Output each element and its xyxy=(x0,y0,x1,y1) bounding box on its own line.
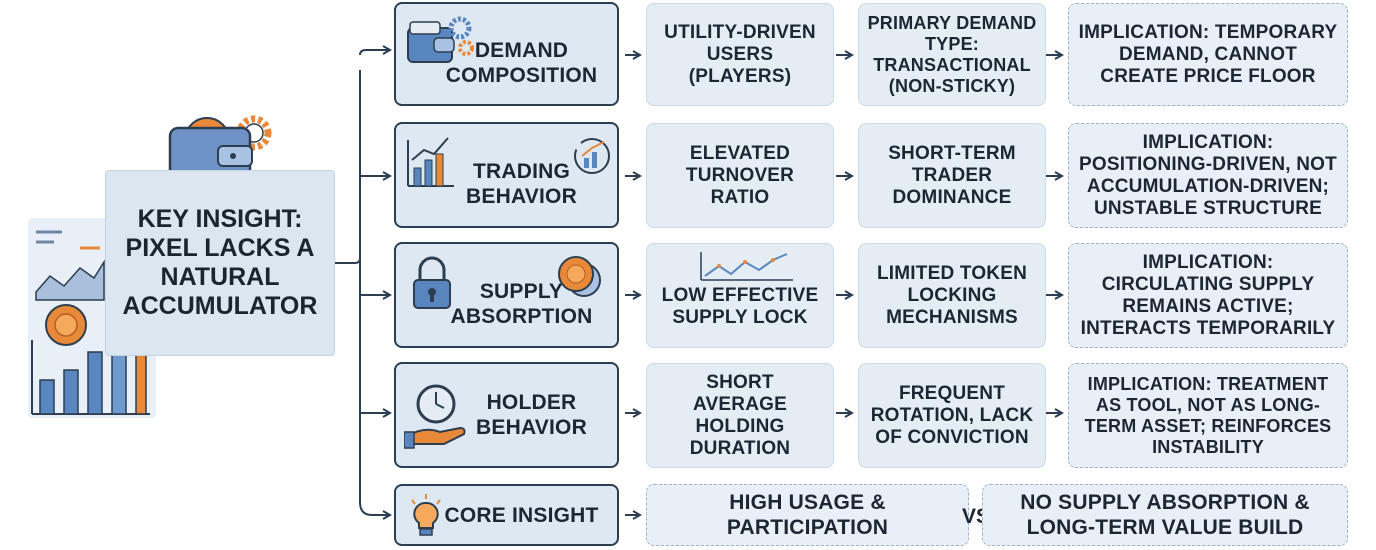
implication-text: IMPLICATION: TEMPORARY DEMAND, CANNOT CR… xyxy=(1078,22,1338,88)
line-chart-icon xyxy=(697,248,797,284)
step-text: SHORT AVERAGE HOLDING DURATION xyxy=(680,372,800,460)
step-text: ELEVATED TURNOVER RATIO xyxy=(675,143,805,209)
wallet-gear-icon xyxy=(404,12,474,72)
step-text: SHORT-TERM TRADER DOMINANCE xyxy=(882,143,1022,209)
step-short-term-trader: SHORT-TERM TRADER DOMINANCE xyxy=(858,123,1046,228)
core-right-text: NO SUPPLY ABSORPTION & LONG-TERM VALUE B… xyxy=(1005,490,1325,540)
step-short-average-holding: SHORT AVERAGE HOLDING DURATION xyxy=(646,363,834,468)
step-primary-demand-type: PRIMARY DEMAND TYPE: TRANSACTIONAL (NON-… xyxy=(858,3,1046,106)
category-holder-behavior: HOLDER BEHAVIOR xyxy=(394,362,619,468)
category-demand-composition: DEMAND COMPOSITION xyxy=(394,2,619,106)
core-right-box: NO SUPPLY ABSORPTION & LONG-TERM VALUE B… xyxy=(982,484,1348,546)
implication-box: IMPLICATION: POSITIONING-DRIVEN, NOT ACC… xyxy=(1068,123,1348,228)
step-limited-token-locking: LIMITED TOKEN LOCKING MECHANISMS xyxy=(858,243,1046,348)
key-insight-card: KEY INSIGHT: PIXEL LACKS A NATURAL ACCUM… xyxy=(105,170,335,356)
implication-text: IMPLICATION: TREATMENT AS TOOL, NOT AS L… xyxy=(1073,374,1343,458)
step-utility-driven-users: UTILITY-DRIVEN USERS (PLAYERS) xyxy=(646,3,834,106)
implication-box: IMPLICATION: CIRCULATING SUPPLY REMAINS … xyxy=(1068,243,1348,348)
clock-hand-icon xyxy=(404,378,474,458)
step-frequent-rotation: FREQUENT ROTATION, LACK OF CONVICTION xyxy=(858,363,1046,468)
implication-box: IMPLICATION: TEMPORARY DEMAND, CANNOT CR… xyxy=(1068,3,1348,106)
step-text: FREQUENT ROTATION, LACK OF CONVICTION xyxy=(867,383,1037,449)
implication-text: IMPLICATION: CIRCULATING SUPPLY REMAINS … xyxy=(1075,252,1341,340)
padlock-coin-icon xyxy=(408,252,608,322)
core-insight-label: CORE INSIGHT xyxy=(444,503,598,528)
category-supply-absorption: SUPPLY ABSORPTION xyxy=(394,242,619,348)
step-low-effective-supply-lock: LOW EFFECTIVE SUPPLY LOCK xyxy=(646,243,834,348)
step-text: PRIMARY DEMAND TYPE: TRANSACTIONAL (NON-… xyxy=(862,13,1042,97)
implication-box: IMPLICATION: TREATMENT AS TOOL, NOT AS L… xyxy=(1068,363,1348,468)
key-insight-title: KEY INSIGHT: PIXEL LACKS A NATURAL ACCUM… xyxy=(120,205,320,321)
lightbulb-icon xyxy=(404,492,448,542)
core-left-text: HIGH USAGE & PARTICIPATION xyxy=(698,490,918,540)
step-text: LIMITED TOKEN LOCKING MECHANISMS xyxy=(872,263,1032,329)
category-trading-behavior: TRADING BEHAVIOR xyxy=(394,122,619,228)
category-core-insight: CORE INSIGHT xyxy=(394,484,619,546)
bar-chart-icon xyxy=(404,130,614,190)
step-text: UTILITY-DRIVEN USERS (PLAYERS) xyxy=(660,22,820,88)
core-left-box: HIGH USAGE & PARTICIPATION xyxy=(646,484,969,546)
step-elevated-turnover: ELEVATED TURNOVER RATIO xyxy=(646,123,834,228)
implication-text: IMPLICATION: POSITIONING-DRIVEN, NOT ACC… xyxy=(1075,132,1341,220)
step-text: LOW EFFECTIVE SUPPLY LOCK xyxy=(655,285,825,329)
